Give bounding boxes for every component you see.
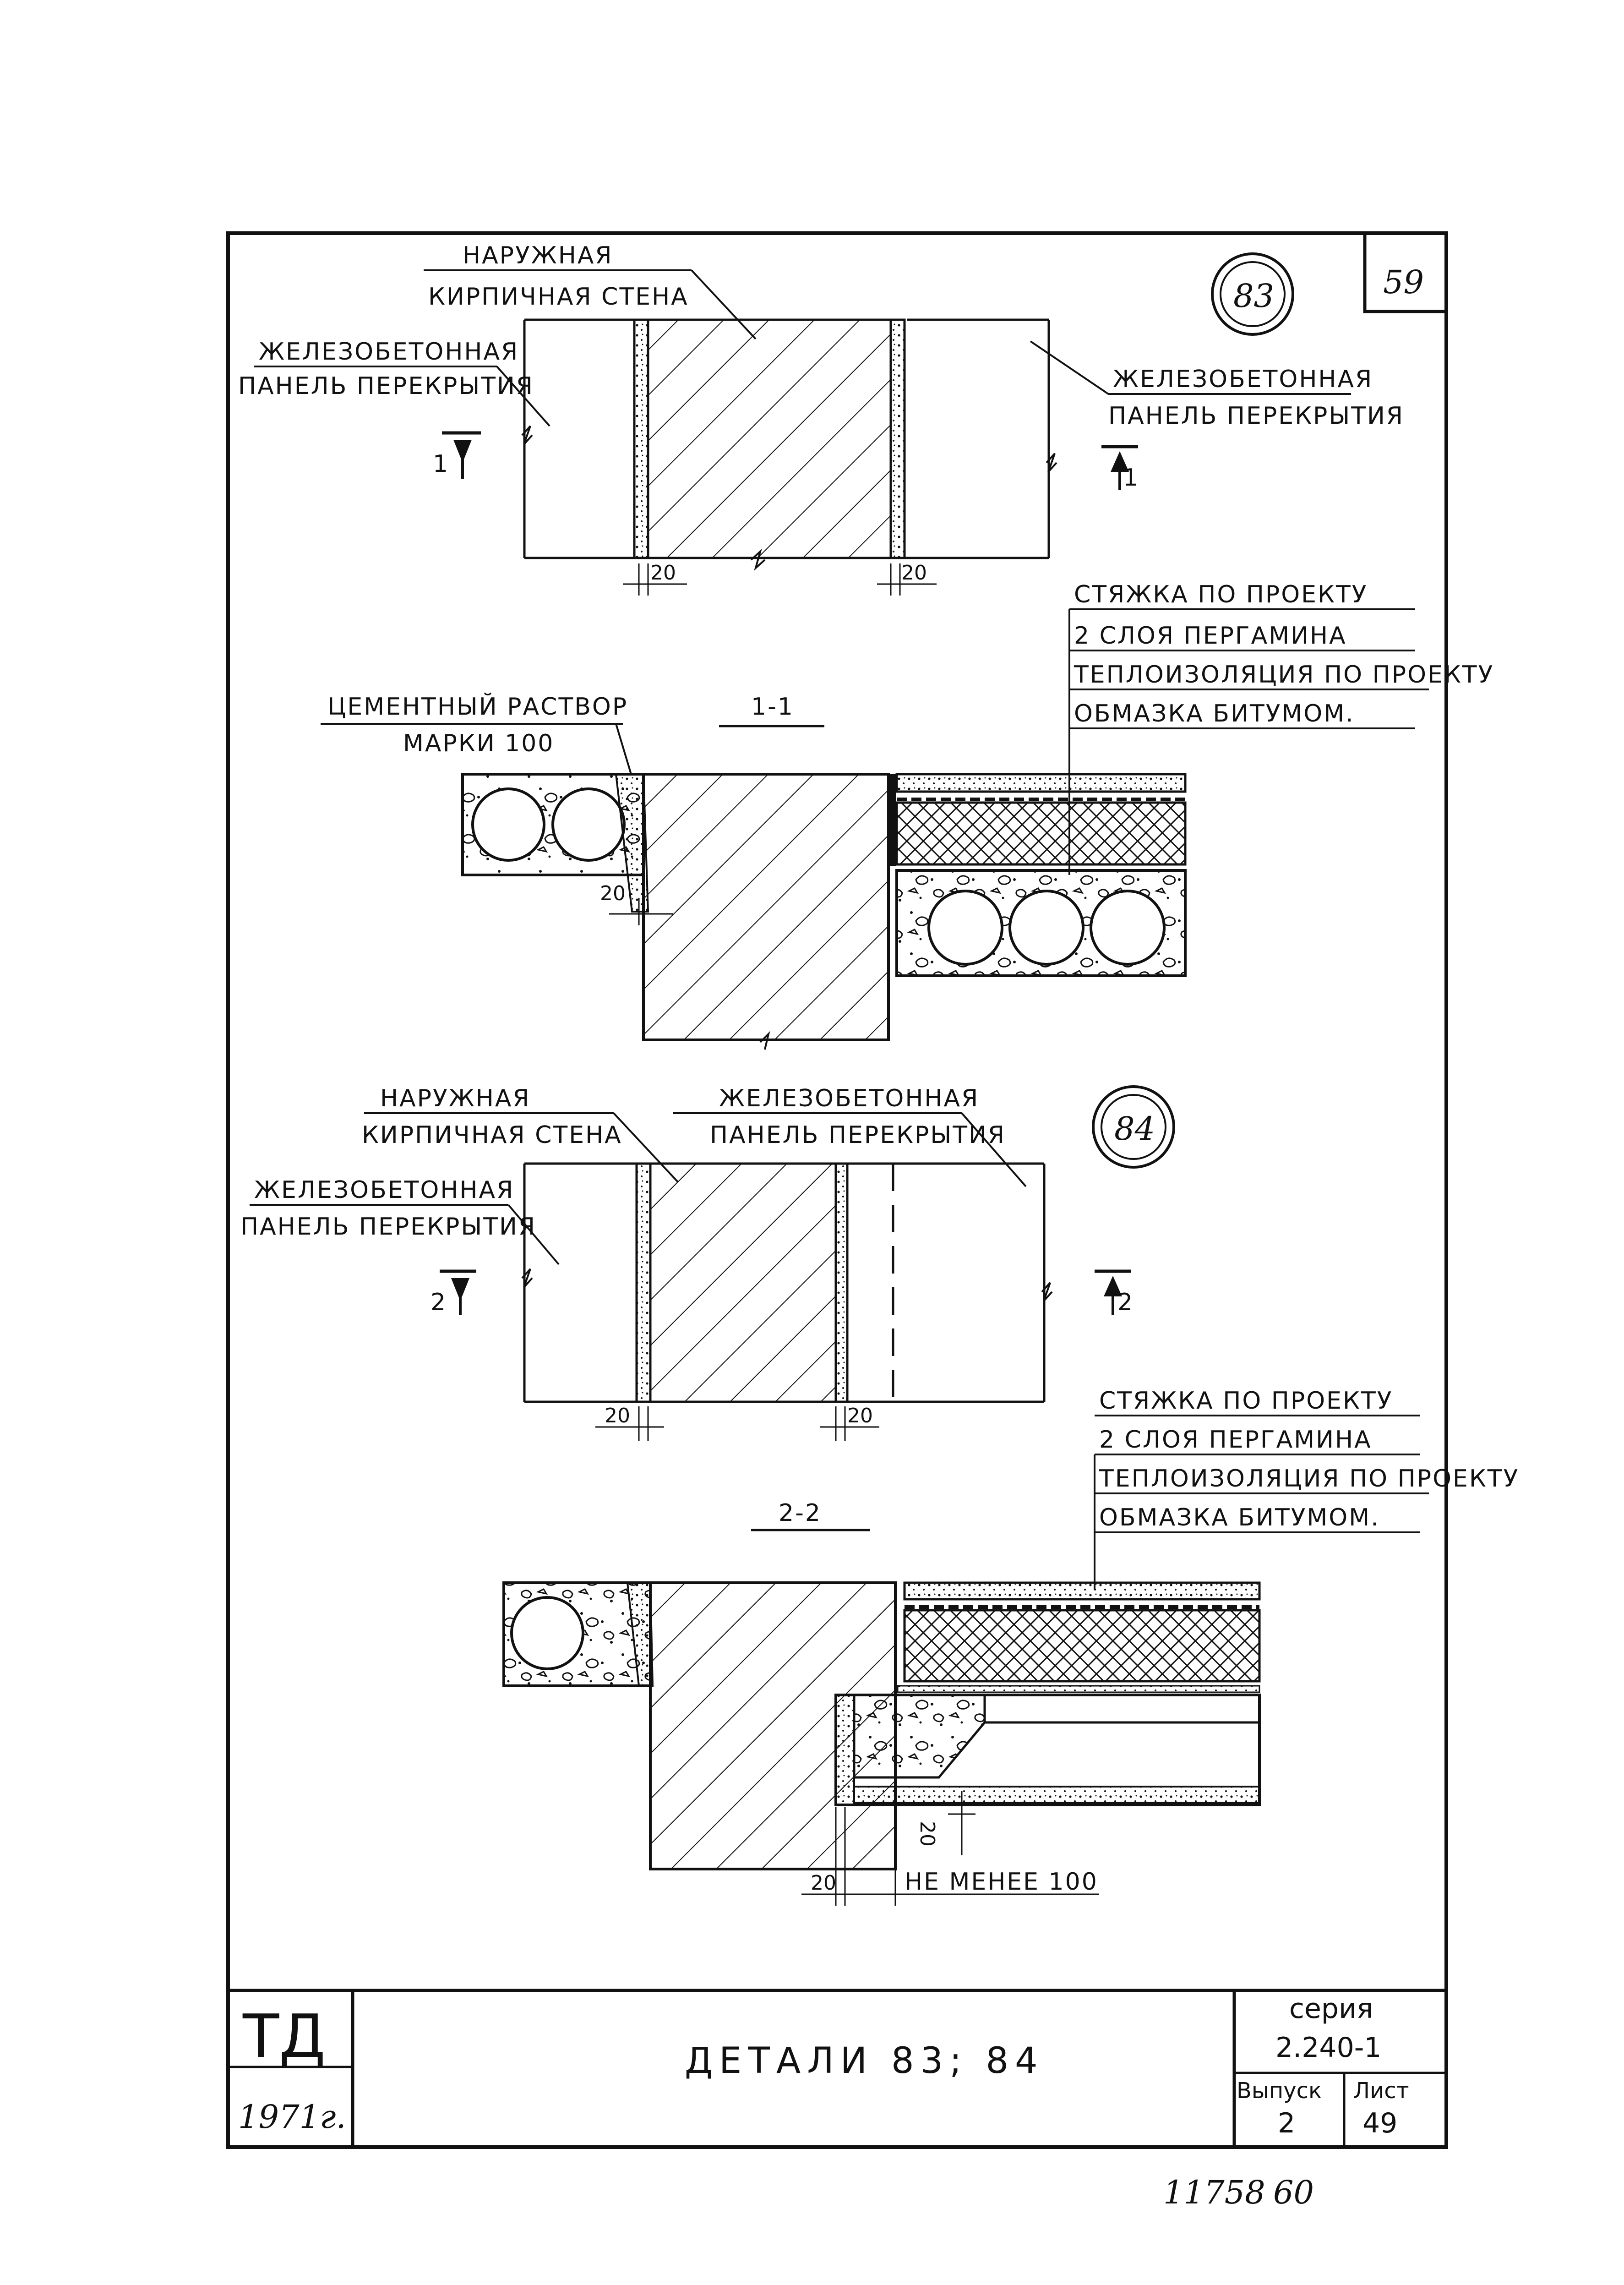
detail-83-wall-label-2: КИРПИЧНАЯ СТЕНА	[428, 283, 689, 311]
title-block-title: ДЕТАЛИ 83; 84	[685, 2040, 1044, 2082]
detail-83-number-marker	[1211, 252, 1294, 336]
section-11-layer-4: ОБМАЗКА БИТУМОМ.	[1074, 700, 1355, 727]
detail-84-dim-right: 20	[847, 1404, 873, 1427]
sheet-frame	[226, 231, 1448, 2149]
section-11-mortar-2: МАРКИ 100	[403, 730, 554, 757]
detail-84-cut-right: 2	[1117, 1289, 1134, 1316]
detail-84-number: 84	[1114, 1110, 1155, 1148]
detail-83-panel-left-1: ЖЕЛЕЗОБЕТОННАЯ	[259, 338, 519, 366]
section-22-layer-4: ОБМАЗКА БИТУМОМ.	[1099, 1504, 1380, 1531]
detail-84-number-marker	[1092, 1085, 1175, 1169]
detail-84-cut-left: 2	[431, 1289, 447, 1316]
detail-83-panel-left-2: ПАНЕЛЬ ПЕРЕКРЫТИЯ	[238, 372, 534, 400]
section-11-drawing	[461, 773, 1187, 1050]
section-11-title: 1-1	[751, 693, 794, 721]
sheet-number-box	[1363, 233, 1446, 313]
title-block-year: 1971г.	[238, 2098, 346, 2136]
section-22-layer-3: ТЕПЛОИЗОЛЯЦИЯ ПО ПРОЕКТУ	[1099, 1465, 1519, 1492]
section-22-callout-lines	[1094, 1415, 1429, 1590]
section-22-layer-2: 2 СЛОЯ ПЕРГАМИНА	[1099, 1426, 1372, 1454]
detail-84-wall-label-2: КИРПИЧНАЯ СТЕНА	[362, 1121, 622, 1149]
section-22-dim-bottom: 20	[811, 1871, 836, 1895]
section-11-layer-2: 2 СЛОЯ ПЕРГАМИНА	[1074, 622, 1347, 650]
detail-84-panel-left-2: ПАНЕЛЬ ПЕРЕКРЫТИЯ	[240, 1213, 536, 1241]
detail-83-panel-right-2: ПАНЕЛЬ ПЕРЕКРЫТИЯ	[1108, 402, 1404, 430]
title-block-mark: ТД	[242, 2001, 326, 2071]
detail-83-dim-right: 20	[901, 561, 927, 585]
detail-83-cut-left: 1	[433, 450, 449, 478]
detail-84-dim-left: 20	[605, 1404, 630, 1427]
detail-83-dim-left: 20	[650, 561, 676, 585]
detail-84-plan	[250, 1112, 1131, 1441]
title-block	[228, 1989, 1446, 2147]
detail-83-plan	[254, 269, 1351, 596]
detail-83-panel-right-1: ЖЕЛЕЗОБЕТОННАЯ	[1113, 366, 1373, 393]
title-block-sheet: 49	[1362, 2107, 1397, 2139]
section-11-mortar-leader-2	[615, 723, 632, 775]
detail-84-wall-label-1: НАРУЖНАЯ	[380, 1085, 531, 1112]
section-11-dim: 20	[600, 882, 626, 905]
section-11-layer-1: СТЯЖКА ПО ПРОЕКТУ	[1074, 581, 1368, 608]
section-11-layer-3: ТЕПЛОИЗОЛЯЦИЯ ПО ПРОЕКТУ	[1074, 661, 1494, 689]
detail-84-panel-top-1: ЖЕЛЕЗОБЕТОННАЯ	[719, 1085, 979, 1112]
section-22-min-note: НЕ МЕНЕЕ 100	[905, 1868, 1098, 1896]
section-11-callout-lines	[1068, 608, 1429, 875]
section-22-title: 2-2	[779, 1499, 822, 1527]
detail-84-panel-top-2: ПАНЕЛЬ ПЕРЕКРЫТИЯ	[710, 1121, 1006, 1149]
section-11-mortar-1: ЦЕМЕНТНЫЙ РАСТВОР	[327, 693, 628, 721]
title-block-issue: 2	[1278, 2107, 1295, 2139]
title-block-sheet-label: Лист	[1353, 2078, 1409, 2104]
section-22-drawing	[502, 1581, 1261, 1906]
title-block-issue-label: Выпуск	[1237, 2078, 1322, 2104]
footer-page: 60	[1273, 2174, 1314, 2211]
title-block-series-label: серия	[1289, 1993, 1373, 2025]
section-22-layer-1: СТЯЖКА ПО ПРОЕКТУ	[1099, 1387, 1393, 1415]
detail-83-wall-label-1: НАРУЖНАЯ	[463, 242, 613, 269]
detail-83-number: 83	[1233, 277, 1274, 315]
detail-84-panel-left-1: ЖЕЛЕЗОБЕТОННАЯ	[254, 1176, 514, 1204]
title-block-series: 2.240-1	[1275, 2032, 1382, 2064]
section-22-dim-vert: 20	[916, 1821, 939, 1847]
sheet-number: 59	[1383, 263, 1424, 301]
detail-83-cut-right: 1	[1123, 464, 1139, 492]
footer-code: 11758	[1163, 2174, 1265, 2211]
